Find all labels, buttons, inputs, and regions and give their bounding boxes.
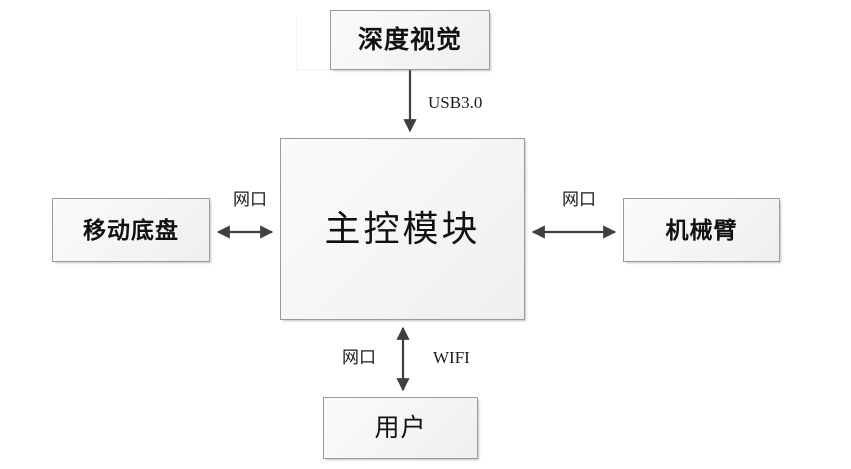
node-user-label: 用户: [374, 414, 427, 442]
scan-artifact: [296, 69, 332, 70]
edge-label-usb3: USB3.0: [428, 93, 483, 112]
edge-label-network-port-user: 网口: [342, 348, 376, 367]
edge-label-network-port-left: 网口: [233, 190, 267, 209]
node-robotic-arm-label: 机械臂: [665, 217, 738, 243]
node-user[interactable]: 用户: [323, 397, 478, 459]
node-mobile-chassis-label: 移动底盘: [83, 217, 179, 243]
scan-artifact: [296, 18, 297, 70]
edge-label-network-port-right: 网口: [562, 190, 596, 209]
node-mobile-chassis[interactable]: 移动底盘: [52, 198, 210, 262]
node-main-control-module-label: 主控模块: [324, 209, 481, 249]
node-robotic-arm[interactable]: 机械臂: [623, 198, 780, 262]
node-depth-vision-label: 深度视觉: [357, 26, 462, 54]
node-depth-vision[interactable]: 深度视觉: [330, 10, 490, 70]
edge-label-wifi: WIFI: [433, 348, 470, 367]
node-main-control-module[interactable]: 主控模块: [280, 138, 525, 320]
